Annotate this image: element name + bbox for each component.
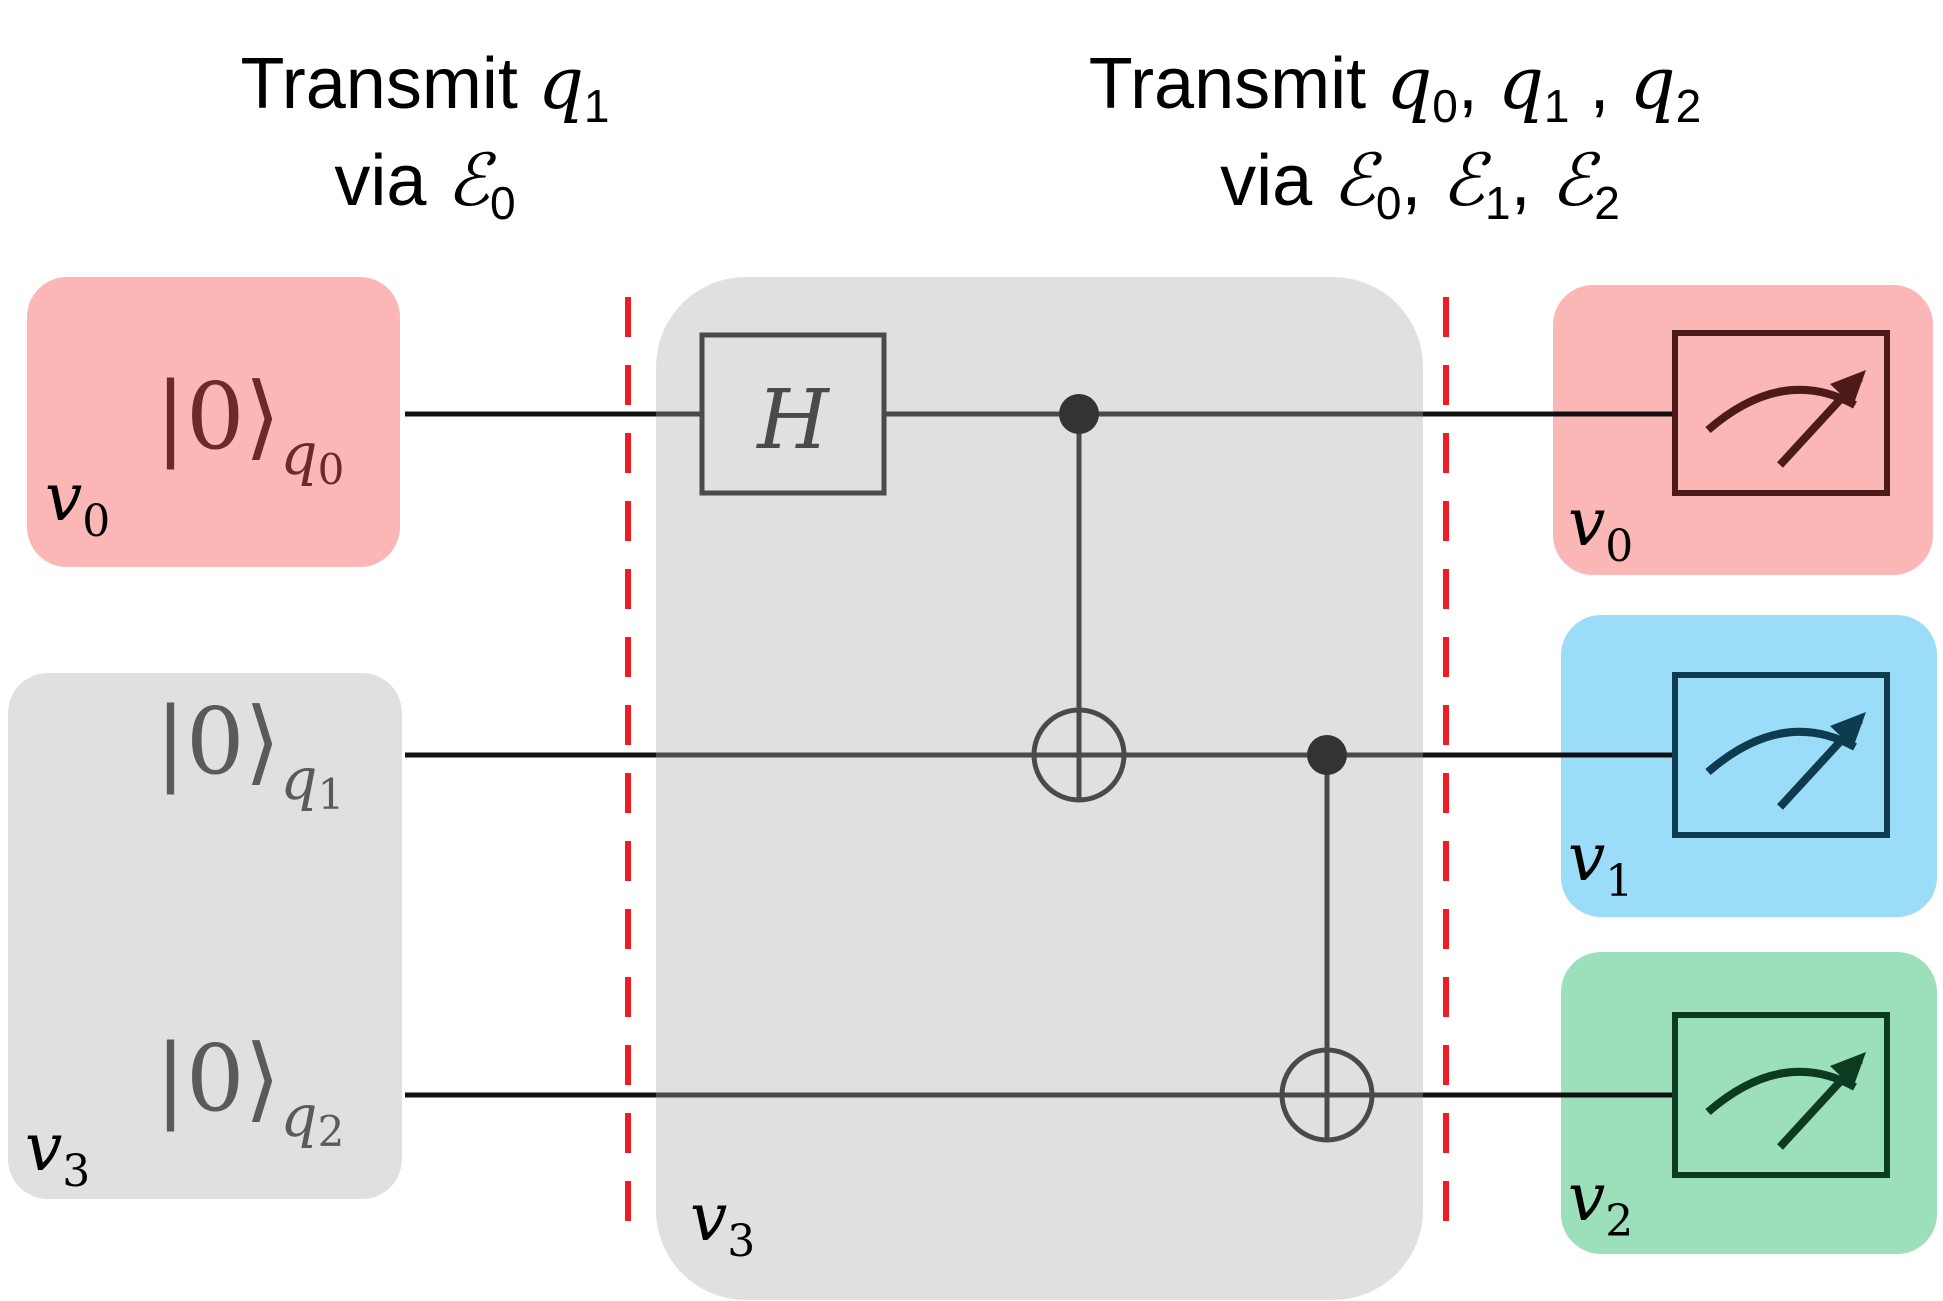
measurement-meter-q2-icon (1672, 1012, 1890, 1178)
hadamard-gate (699, 332, 887, 496)
ket-q1: |0⟩q1 (155, 688, 344, 819)
node-label-output-v1: v1 (1568, 819, 1633, 907)
node-box-input-v0 (27, 277, 400, 567)
node-box-input-v3 (8, 673, 402, 1199)
node-label-input-v0: v0 (45, 459, 110, 547)
node-label-middle-v3: v3 (690, 1179, 755, 1267)
measurement-meter-q0-icon (1672, 330, 1890, 496)
cnot2-control-dot (1307, 735, 1347, 775)
header-right-line2: via ℰ0, ℰ1, ℰ2 (1220, 138, 1620, 229)
cnot1-control-dot (1059, 394, 1099, 434)
ket-q2: |0⟩q2 (155, 1025, 344, 1156)
header-right-line1: Transmit q0, q1 , q2 (1089, 41, 1701, 132)
header-left-line1: Transmit q1 (240, 41, 609, 132)
node-label-output-v2: v2 (1568, 1159, 1633, 1247)
ket-q0: |0⟩q0 (155, 363, 344, 494)
node-label-output-v0: v0 (1568, 484, 1633, 572)
measurement-meter-q1-icon (1672, 672, 1890, 838)
hadamard-gate-label: H (755, 373, 830, 468)
node-box-middle-v3 (656, 277, 1423, 1300)
node-label-input-v3: v3 (25, 1109, 90, 1197)
header-left-line2: via ℰ0 (334, 138, 515, 229)
